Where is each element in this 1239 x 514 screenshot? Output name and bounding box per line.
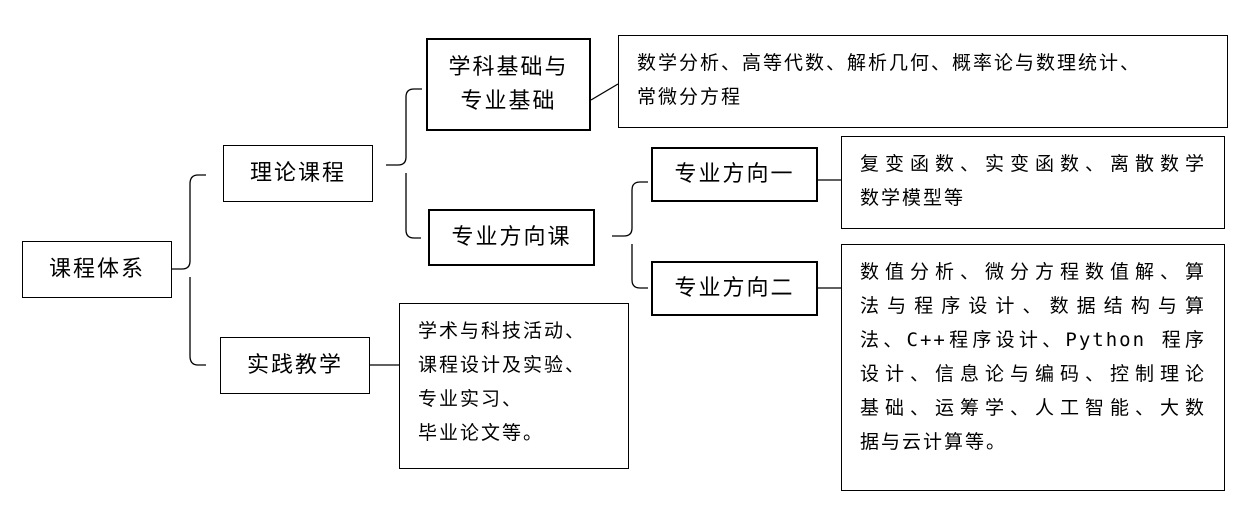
basics-label-line: 学科基础与 [448,54,569,80]
practice-node: 实践教学 [220,337,370,394]
theory-label: 理论课程 [249,160,346,186]
basics-node: 学科基础与 专业基础 [426,38,591,131]
practice-courses-line: 专业实习、 [418,388,524,410]
direction1-courses-box: 复变函数、实变函数、离散数学 数学模型等 [841,136,1225,229]
major-label: 专业方向课 [451,224,572,250]
root-label: 课程体系 [48,256,145,282]
practice-courses-line: 毕业论文等。 [418,422,545,444]
direction2-courses-line: 法、C++程序设计、Python 程序 [860,329,1206,351]
practice-courses-line: 学术与科技活动、 [418,320,587,342]
direction2-courses-line: 设计、信息论与编码、控制理论 [860,363,1206,385]
direction2-courses-line: 基础、运筹学、人工智能、大数 [860,397,1206,419]
basics-label: 学科基础与 专业基础 [448,51,568,119]
practice-label: 实践教学 [246,352,343,378]
practice-courses-box: 学术与科技活动、 课程设计及实验、 专业实习、 毕业论文等。 [399,303,629,469]
direction2-courses-line: 数值分析、微分方程数值解、算 [860,261,1206,283]
basics-label-line: 专业基础 [460,88,557,114]
direction2-courses-line: 法与程序设计、数据结构与算 [860,295,1206,317]
theory-node: 理论课程 [223,145,373,202]
direction2-label: 专业方向二 [674,275,795,301]
bracket-major [612,181,648,289]
practice-courses-line: 课程设计及实验、 [418,354,587,376]
root-node: 课程体系 [22,241,172,298]
direction2-courses-line: 据与云计算等。 [860,431,1008,453]
basics-courses-line: 常微分方程 [637,86,743,108]
direction2-courses-box: 数值分析、微分方程数值解、算 法与程序设计、数据结构与算 法、C++程序设计、P… [841,244,1225,491]
direction1-courses-line: 数学模型等 [860,187,966,209]
bracket-theory [386,88,422,239]
direction1-courses-line: 复变函数、实变函数、离散数学 [860,153,1206,175]
major-node: 专业方向课 [428,209,595,266]
line-basics-courses [590,83,619,101]
basics-courses-box: 数学分析、高等代数、解析几何、概率论与数理统计、 常微分方程 [618,35,1228,128]
basics-courses-line: 数学分析、高等代数、解析几何、概率论与数理统计、 [637,52,1142,74]
direction2-node: 专业方向二 [651,261,818,316]
direction1-node: 专业方向一 [651,147,818,202]
direction1-label: 专业方向一 [674,161,795,187]
bracket-root [172,174,206,366]
